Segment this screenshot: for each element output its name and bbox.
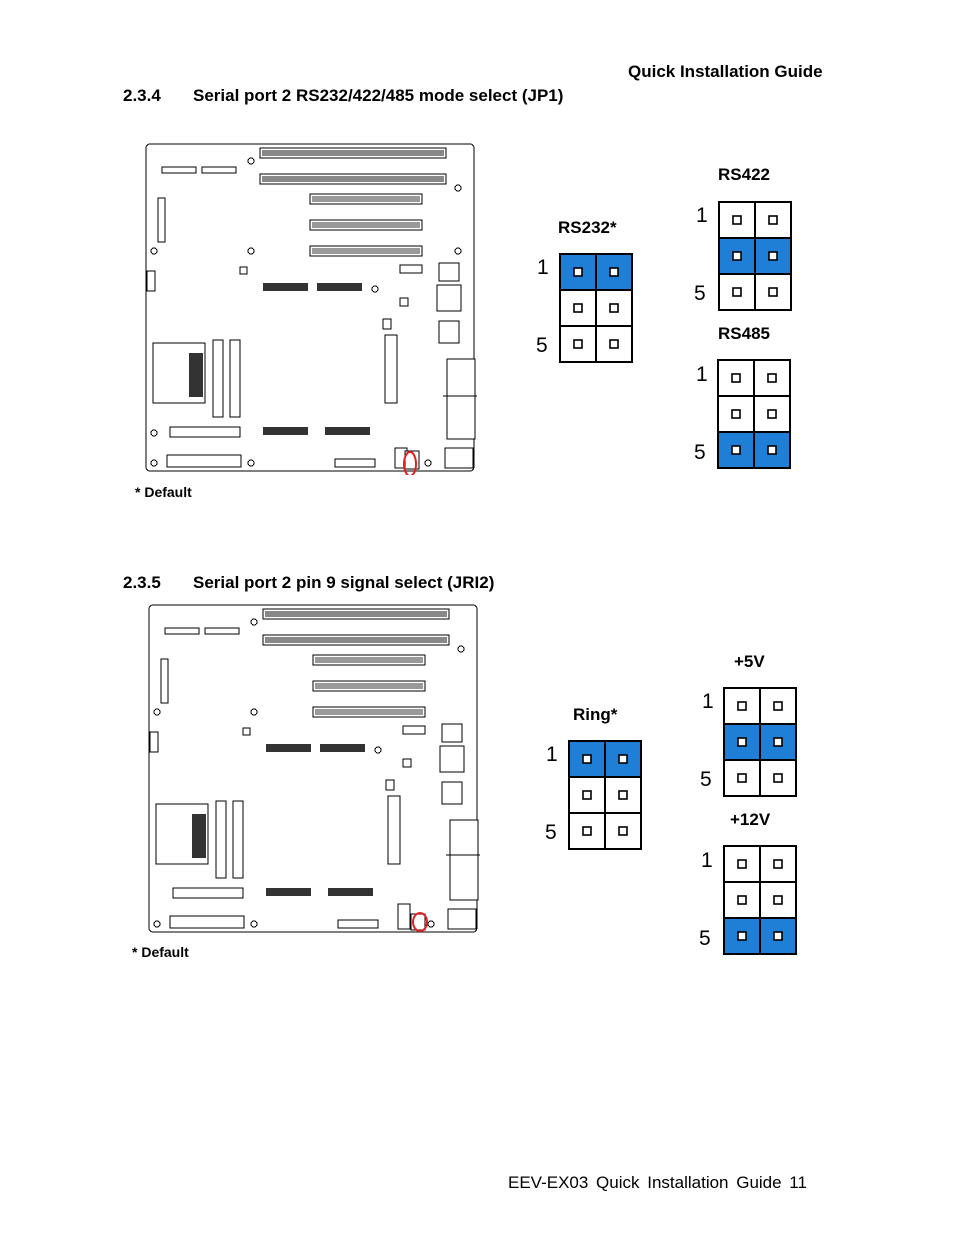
pin-label-top: 1 xyxy=(537,256,549,279)
jumper-pin xyxy=(767,445,777,455)
jumper-pin xyxy=(768,287,778,297)
jumper-pin xyxy=(767,373,777,383)
jumper-pin xyxy=(732,287,742,297)
jumper-pin xyxy=(737,701,747,711)
jumper-pin xyxy=(731,373,741,383)
jumper-pin xyxy=(731,445,741,455)
jumper-pin xyxy=(609,303,619,313)
jumper-pin xyxy=(573,303,583,313)
jumper-location-marker xyxy=(412,912,428,932)
jumper-pin xyxy=(732,251,742,261)
jumper-pin xyxy=(737,859,747,869)
motherboard-diagram-jri2 xyxy=(148,604,480,933)
pin-label-top: 1 xyxy=(696,363,708,386)
option-label-rs232: RS232* xyxy=(558,218,617,237)
section-title: Serial port 2 RS232/422/485 mode select … xyxy=(193,86,564,105)
pin-label-bottom: 5 xyxy=(694,441,706,464)
option-label-12v: +12V xyxy=(730,810,771,829)
jumper-pin xyxy=(767,409,777,419)
jumper-pin xyxy=(773,737,783,747)
jumper-block-ring xyxy=(568,740,642,850)
jumper-pin xyxy=(573,339,583,349)
default-note: * Default xyxy=(132,944,189,960)
jumper-pin-cell xyxy=(723,759,761,797)
section-number: 2.3.5 xyxy=(123,573,161,592)
motherboard-diagram-jp1 xyxy=(145,143,477,475)
jumper-pin xyxy=(768,251,778,261)
jumper-pin xyxy=(773,701,783,711)
jumper-pin xyxy=(609,267,619,277)
section-title: Serial port 2 pin 9 signal select (JRI2) xyxy=(193,573,495,592)
jumper-block-rs232 xyxy=(559,253,633,363)
jumper-pin xyxy=(573,267,583,277)
pin-label-bottom: 5 xyxy=(694,282,706,305)
jumper-pin xyxy=(618,826,628,836)
jumper-pin xyxy=(582,754,592,764)
pin-label-bottom: 5 xyxy=(699,927,711,950)
default-note: * Default xyxy=(135,484,192,500)
jumper-block-rs422 xyxy=(718,201,792,311)
jumper-pin xyxy=(737,737,747,747)
section-heading-jri2: 2.3.5 Serial port 2 pin 9 signal select … xyxy=(123,573,723,595)
jumper-pin-cell xyxy=(759,845,797,883)
option-label-rs422: RS422 xyxy=(718,165,770,184)
pin-label-top: 1 xyxy=(546,743,558,766)
jumper-pin xyxy=(773,931,783,941)
option-label-rs485: RS485 xyxy=(718,324,770,343)
option-label-5v: +5V xyxy=(734,652,765,671)
section-heading-jp1: 2.3.4 Serial port 2 RS232/422/485 mode s… xyxy=(123,86,723,108)
jumper-pin xyxy=(737,773,747,783)
jumper-pin-cell xyxy=(759,687,797,725)
pin-label-bottom: 5 xyxy=(536,334,548,357)
page-header: Quick Installation Guide xyxy=(628,62,823,81)
section-number: 2.3.4 xyxy=(123,86,161,105)
jumper-pin xyxy=(582,790,592,800)
jumper-pin xyxy=(773,773,783,783)
jumper-pin xyxy=(773,895,783,905)
option-label-ring: Ring* xyxy=(573,705,618,724)
pin-label-top: 1 xyxy=(702,690,714,713)
pin-label-top: 1 xyxy=(701,849,713,872)
jumper-block-5v xyxy=(723,687,797,797)
jumper-location-marker xyxy=(403,451,417,475)
jumper-pin xyxy=(618,790,628,800)
jumper-pin xyxy=(773,859,783,869)
page-footer: EEV-EX03 Quick Installation Guide 11 xyxy=(508,1173,807,1192)
jumper-pin xyxy=(737,895,747,905)
jumper-pin xyxy=(737,931,747,941)
jumper-pin xyxy=(732,215,742,225)
jumper-pin xyxy=(609,339,619,349)
jumper-pin xyxy=(582,826,592,836)
jumper-pin xyxy=(731,409,741,419)
pin-label-bottom: 5 xyxy=(700,768,712,791)
pin-label-bottom: 5 xyxy=(545,821,557,844)
jumper-pin xyxy=(618,754,628,764)
jumper-block-rs485 xyxy=(717,359,791,469)
pin-label-top: 1 xyxy=(696,204,708,227)
jumper-block-12v xyxy=(723,845,797,955)
jumper-pin xyxy=(768,215,778,225)
